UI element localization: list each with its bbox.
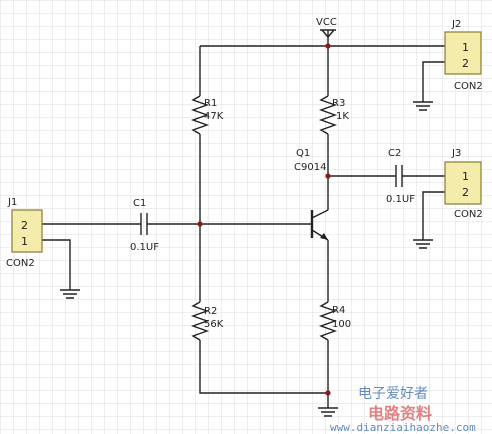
j2-pin-bottom: 2 — [462, 57, 469, 70]
c1-value: 0.1UF — [130, 242, 159, 253]
wire-j1-gnd — [42, 239, 71, 290]
q1-ref: Q1 — [296, 148, 310, 159]
vcc-label: VCC — [316, 17, 337, 28]
q1-part: C9014 — [294, 162, 326, 173]
wires — [42, 30, 445, 408]
capacitor-c1[interactable]: C1 0.1UF — [130, 198, 159, 253]
resistor-r3[interactable]: R3 1K — [318, 95, 349, 135]
j2-type: CON2 — [454, 81, 483, 92]
capacitor-c1-icon — [140, 213, 148, 235]
r4-ref: R4 — [332, 305, 345, 316]
junction-gnd — [325, 390, 331, 396]
ground-main — [318, 407, 338, 417]
connector-j3[interactable]: J3 1 2 CON2 — [444, 148, 483, 220]
connector-j1[interactable]: J1 2 1 CON2 — [6, 197, 43, 269]
watermark-line3: www.dianziaihaozhe.com — [330, 421, 476, 434]
wire-r2-bottom — [199, 340, 328, 394]
wire-j3-gnd — [422, 191, 445, 240]
resistor-r1-icon — [190, 95, 210, 135]
ground-j3 — [413, 239, 433, 249]
j3-body — [444, 161, 482, 205]
c2-ref: C2 — [388, 148, 401, 159]
watermark-line2: 电路资料 — [368, 404, 432, 423]
j1-ref: J1 — [7, 197, 17, 208]
j3-pin-bottom: 2 — [462, 186, 469, 199]
c2-value: 0.1UF — [386, 194, 415, 205]
j1-pin-bottom: 1 — [21, 235, 28, 248]
resistor-r1[interactable]: R1 47K — [190, 95, 224, 135]
r3-value: 1K — [336, 111, 349, 122]
j2-body — [444, 31, 482, 75]
junction-vcc — [325, 43, 331, 49]
watermark-line1: 电子爱好者 — [358, 386, 428, 402]
connector-j2[interactable]: J2 1 2 CON2 — [444, 19, 483, 92]
r4-value: 100 — [332, 319, 351, 330]
capacitor-c2[interactable]: C2 0.1UF — [386, 148, 415, 205]
ground-icon — [413, 101, 433, 111]
r3-ref: R3 — [332, 98, 345, 109]
j2-ref: J2 — [451, 19, 461, 30]
j1-pin-top: 2 — [21, 219, 28, 232]
npn-arrow-icon — [320, 233, 328, 240]
resistor-r4[interactable]: R4 100 — [318, 301, 351, 341]
wire-j2-gnd — [422, 61, 445, 102]
resistor-r3-icon — [318, 95, 338, 135]
r2-value: 56K — [204, 319, 224, 330]
q1-collector-lead — [311, 209, 329, 219]
j1-type: CON2 — [6, 258, 35, 269]
resistor-r2[interactable]: R2 56K — [190, 301, 224, 341]
ground-icon — [60, 289, 80, 299]
junction-collector — [325, 173, 331, 179]
j1-body — [11, 209, 43, 253]
r1-ref: R1 — [204, 98, 217, 109]
r2-ref: R2 — [204, 306, 217, 317]
vcc-arrow-icon — [320, 29, 336, 39]
j3-ref: J3 — [451, 148, 461, 159]
watermark: 电子爱好者 电路资料 www.dianziaihaozhe.com — [330, 386, 476, 434]
ground-icon — [318, 407, 338, 417]
resistor-r2-icon — [190, 301, 210, 341]
junctions — [197, 43, 331, 396]
ground-j2 — [413, 101, 433, 111]
ground-j1 — [60, 289, 80, 299]
j2-pin-top: 1 — [462, 41, 469, 54]
resistor-r4-icon — [318, 301, 338, 341]
r1-value: 47K — [204, 111, 224, 122]
transistor-q1[interactable]: Q1 C9014 — [294, 148, 329, 241]
vcc-symbol[interactable]: VCC — [316, 17, 337, 39]
j3-pin-top: 1 — [462, 170, 469, 183]
capacitor-c2-icon — [395, 165, 403, 187]
j3-type: CON2 — [454, 209, 483, 220]
junction-base — [197, 221, 203, 227]
c1-ref: C1 — [133, 198, 146, 209]
ground-icon — [413, 239, 433, 249]
